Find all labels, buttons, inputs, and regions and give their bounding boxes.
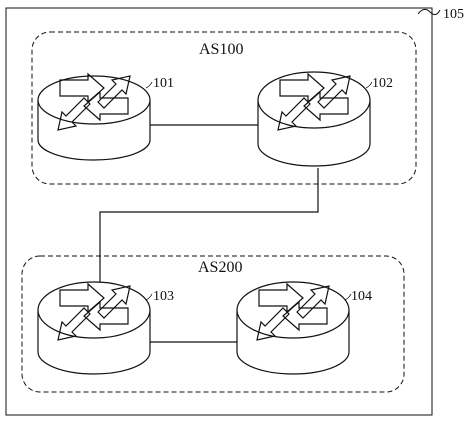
system-ref-leader: [417, 8, 441, 16]
router-102-leader: [365, 81, 373, 89]
router-104-ref: 104: [351, 289, 372, 304]
router-101-leader: [145, 81, 153, 89]
router-102: [257, 71, 371, 167]
router-104-leader: [344, 293, 352, 301]
system-boundary: [5, 7, 433, 416]
domain-as100-boundary: [31, 31, 417, 185]
domain-as100-label: AS100: [199, 41, 243, 58]
router-101-ref: 101: [153, 76, 174, 91]
router-103-leader: [145, 293, 153, 301]
system-ref-label: 105: [443, 7, 464, 22]
domain-as200-boundary: [21, 255, 405, 393]
router-103-ref: 103: [153, 289, 174, 304]
router-101: [37, 73, 151, 161]
domain-as200-label: AS200: [198, 259, 242, 276]
router-104: [236, 281, 350, 375]
link-102-103: [99, 168, 319, 283]
router-103: [37, 281, 151, 375]
router-102-ref: 102: [372, 76, 393, 91]
